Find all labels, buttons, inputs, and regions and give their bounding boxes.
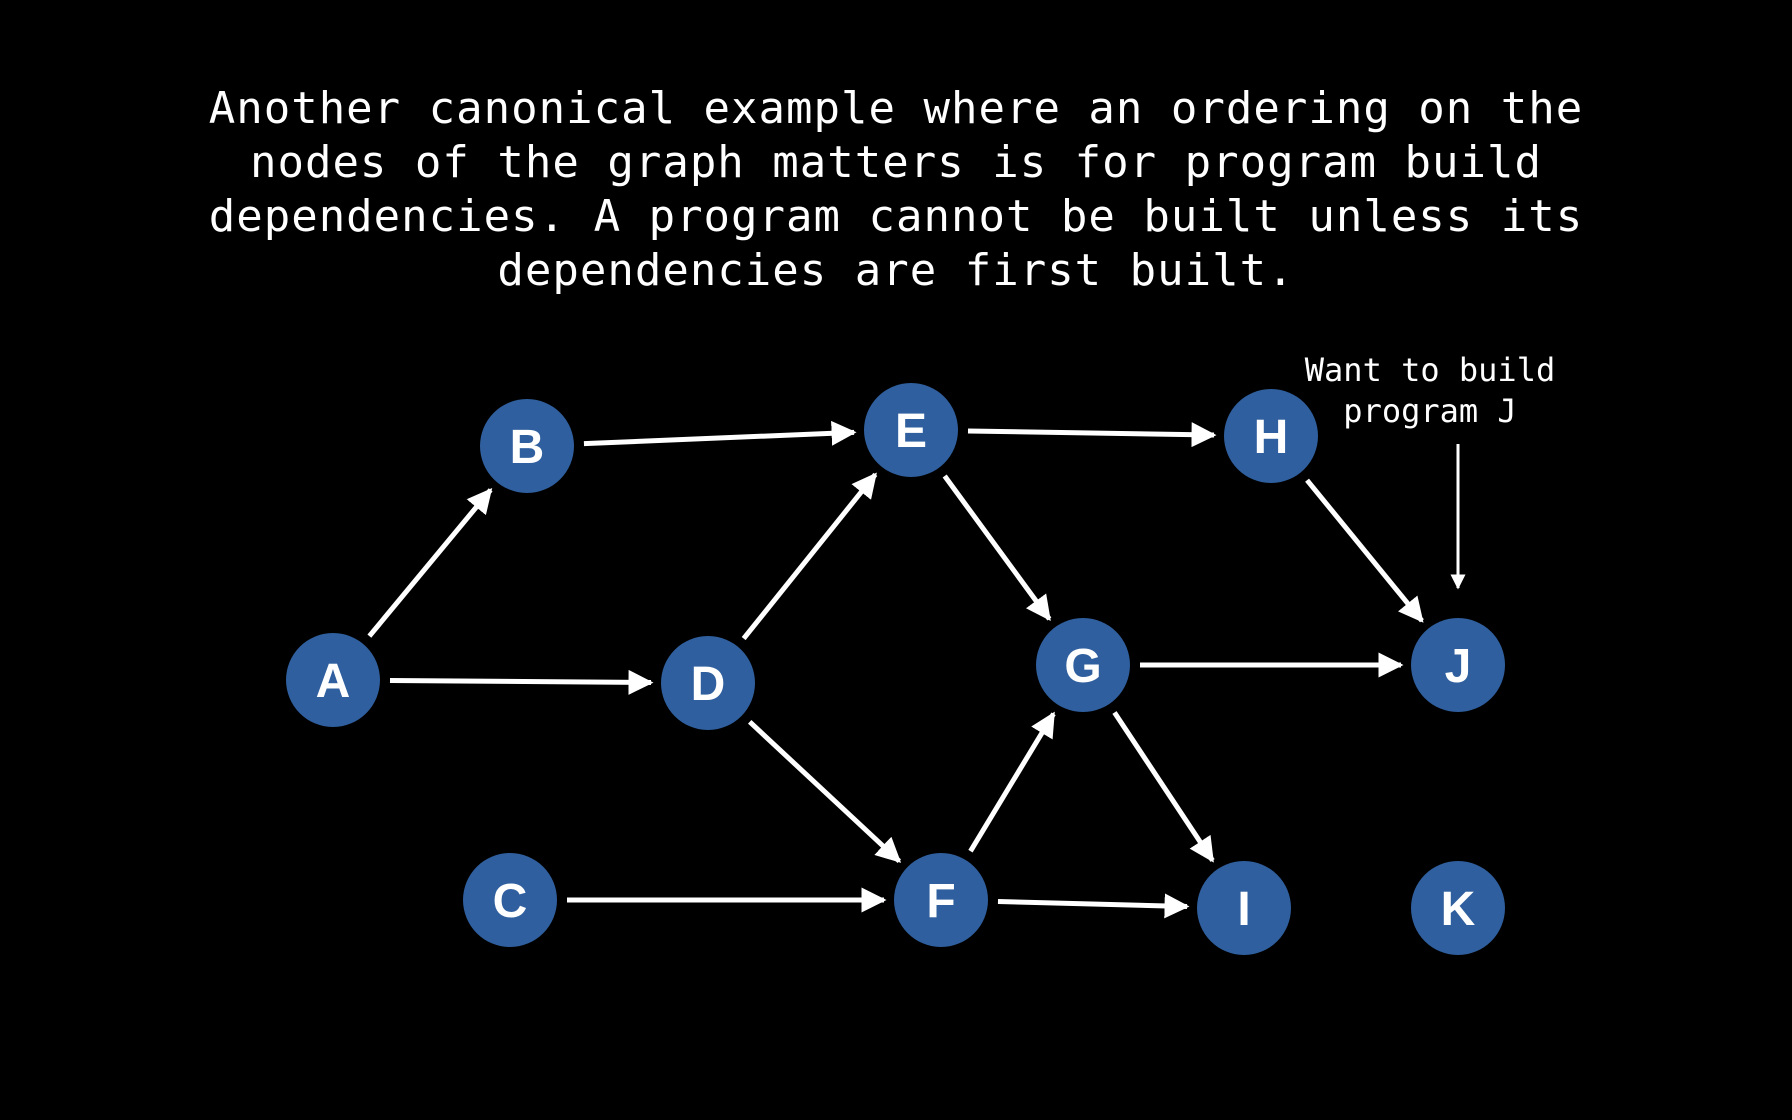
node-circle [1197,861,1291,955]
node-b: B [480,399,574,493]
node-circle [463,853,557,947]
node-label: J [1445,640,1472,693]
node-label: G [1064,640,1101,693]
node-circle [1411,618,1505,712]
node-label: C [493,875,528,928]
node-g: G [1036,618,1130,712]
edge-b-e [583,420,857,447]
node-f: F [894,853,988,947]
node-label: E [895,405,927,458]
nodes-layer: A B C D E F G H I J K [286,383,1505,955]
node-circle [894,853,988,947]
edge-h-j [1305,478,1424,623]
edge-f-g [968,711,1056,853]
edge-g-i [1112,711,1215,863]
node-c: C [463,853,557,947]
node-i: I [1197,861,1291,955]
edge-d-e [741,472,878,641]
node-label: I [1237,883,1250,936]
node-k: K [1411,861,1505,955]
node-label: A [316,655,351,708]
node-circle [1411,861,1505,955]
edge-e-g [942,474,1052,622]
node-h: H [1224,389,1318,483]
node-circle [286,633,380,727]
node-a: A [286,633,380,727]
node-circle [661,636,755,730]
edge-d-f [748,720,902,863]
node-label: K [1441,883,1476,936]
edge-e-h [967,422,1217,448]
annotation-label: Want to build program J [1304,351,1556,430]
node-circle [864,383,958,477]
edge-a-d [389,669,654,695]
node-circle [1036,618,1130,712]
node-label: F [926,875,955,928]
edge-a-b [367,487,493,638]
edge-f-i [997,893,1190,919]
node-circle [480,399,574,493]
node-label: B [510,421,545,474]
node-j: J [1411,618,1505,712]
slide-title: Another canonical example where an order… [208,83,1584,296]
node-d: D [661,636,755,730]
node-label: D [691,658,726,711]
node-circle [1224,389,1318,483]
node-e: E [864,383,958,477]
node-label: H [1254,411,1289,464]
edges-layer [367,420,1424,919]
